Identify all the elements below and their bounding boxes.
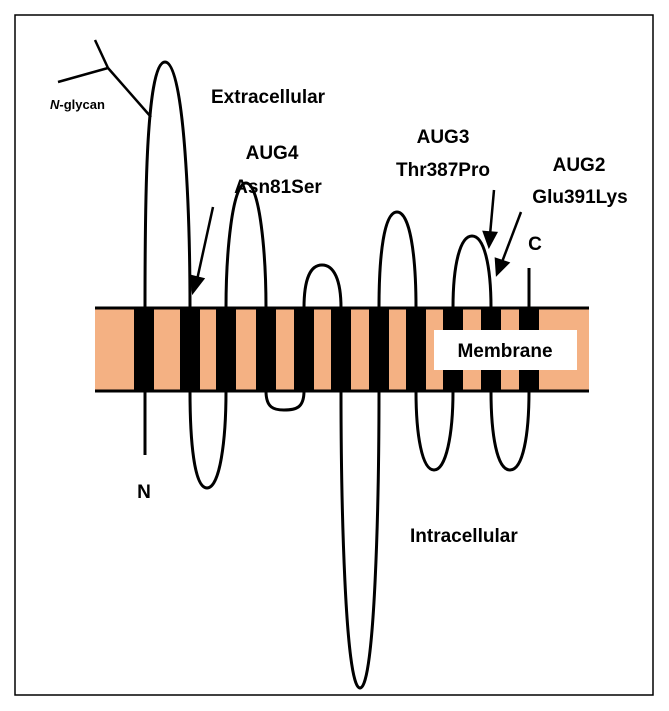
arrow-aug3-shaft (488, 189, 496, 236)
transmembrane-helices (134, 308, 539, 391)
helix-1 (134, 308, 154, 391)
extracellular-loop-1 (143, 60, 192, 309)
membrane-label: Membrane (457, 341, 552, 362)
intracellular-loop-3 (339, 390, 381, 690)
extracellular-loop-4 (377, 210, 418, 309)
arrow-aug3-head (482, 230, 499, 250)
n-glycan-label: N-glycan (50, 97, 105, 112)
helix-6 (331, 308, 351, 391)
arrow-aug4-shaft (195, 206, 215, 281)
intracellular-loop-1 (188, 390, 228, 490)
mutation-aug4-name: AUG4 (246, 143, 299, 164)
helix-2 (180, 308, 200, 391)
arrow-aug4-head (189, 274, 206, 296)
helix-8 (406, 308, 426, 391)
protein-chain (143, 60, 531, 690)
intracellular-label: Intracellular (410, 526, 518, 547)
extracellular-loop-5 (451, 234, 493, 309)
mutation-aug3-name: AUG3 (417, 127, 470, 148)
helix-7 (369, 308, 389, 391)
extracellular-label: Extracellular (211, 87, 326, 108)
glycan-arm-upper (93, 39, 110, 69)
n-terminus-label: N (137, 482, 151, 503)
c-terminus-label: C (528, 234, 542, 255)
mutation-arrows (189, 189, 523, 296)
mutation-aug2-name: AUG2 (553, 155, 606, 176)
mutation-aug4-change: Asn81Ser (234, 177, 322, 198)
extracellular-loop-3 (302, 263, 343, 309)
helix-4 (256, 308, 276, 391)
arrow-aug2-shaft (500, 211, 523, 263)
n-glycan-branch (57, 39, 152, 118)
glycan-stem (107, 67, 152, 118)
glycan-arm-left (57, 66, 109, 84)
intracellular-loop-5 (489, 390, 531, 472)
arrow-aug2-head (494, 257, 511, 277)
mutation-aug2-change: Glu391Lys (532, 187, 627, 208)
extracellular-loop-2 (224, 181, 268, 309)
mutation-aug3-change: Thr387Pro (396, 160, 490, 181)
membrane-label-box (434, 330, 577, 370)
intracellular-loop-2 (264, 390, 306, 412)
intracellular-loop-4 (414, 390, 455, 472)
helix-5 (294, 308, 314, 391)
helix-3 (216, 308, 236, 391)
